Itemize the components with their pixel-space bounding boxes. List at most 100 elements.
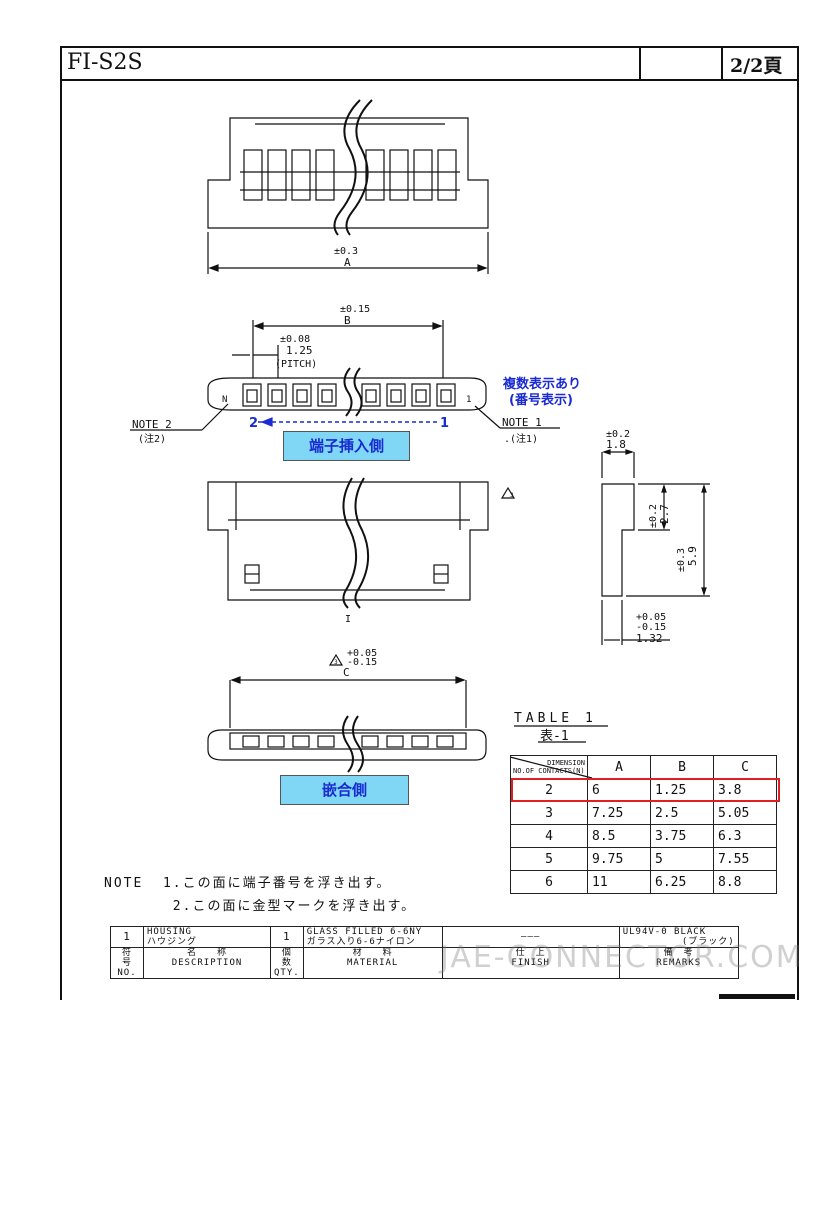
- bom-header-qty-ja: 個 数: [281, 948, 292, 968]
- mold-mark-number: 3: [510, 492, 514, 499]
- column-header-b: B: [650, 755, 714, 779]
- terminal-insertion-side-label: 端子挿入側: [283, 431, 410, 461]
- title-block: FI-S2S 2/2頁: [62, 48, 797, 81]
- bom-mat-ja: ガラス入り6-6ナイロン: [306, 937, 416, 947]
- mating-cavities: [242, 735, 454, 748]
- arrow-end-number: 1: [440, 416, 449, 431]
- dim-pitch-value: 1.25: [286, 344, 313, 357]
- bom-header-mat-ja: 材 料: [352, 948, 393, 958]
- view-mating-side: [207, 653, 487, 773]
- number-display-label: (番号表示): [509, 392, 573, 408]
- title-divider: [639, 48, 641, 79]
- table-header-row: DIMENSION NO.OF CONTACTS(N) A B C: [510, 755, 777, 779]
- dim-c-cell: 7.55: [713, 847, 777, 871]
- table-title-ja: 表-1: [540, 729, 569, 744]
- watermark-text: JAE-CONNECTOR.COM: [440, 940, 804, 975]
- dim-b-cell: 1.25: [650, 778, 714, 802]
- contact-n-label: N: [222, 395, 227, 405]
- table-row: 5 9.75 5 7.55: [510, 847, 777, 871]
- dim-a-tol: ±0.3: [334, 246, 358, 257]
- contacts-cell: 5: [510, 847, 588, 871]
- mating-side-label: 嵌合側: [280, 775, 409, 805]
- table-corner-cell: DIMENSION NO.OF CONTACTS(N): [510, 755, 588, 779]
- dim-c-tol-minus: -0.15: [347, 657, 377, 668]
- bom-header-remarks-ja: 備 考: [663, 948, 694, 958]
- table-row: 6 11 6.25 8.8: [510, 870, 777, 894]
- dim-a-label: A: [344, 256, 351, 269]
- bom-header-remarks-en: REMARKS: [656, 958, 702, 968]
- notes-block: NOTE 1.この面に端子番号を浮き出す。 2.この面に金型マークを浮き出す。: [104, 872, 416, 918]
- dim-b-label: B: [344, 314, 351, 327]
- bom-header-no-en: NO.: [117, 968, 137, 978]
- dim-a-cell: 9.75: [587, 847, 651, 871]
- note-2: 2.この面に金型マークを浮き出す。: [172, 899, 417, 914]
- dim-b-cell: 2.5: [650, 801, 714, 825]
- dim-b-cell: 3.75: [650, 824, 714, 848]
- note2-ja-label: (注2): [138, 432, 166, 445]
- dim-b-cell: 5: [650, 847, 714, 871]
- drawing-title: FI-S2S: [67, 50, 143, 75]
- view-profile: [601, 449, 710, 645]
- column-header-c: C: [713, 755, 777, 779]
- dim-c-cell: 6.3: [713, 824, 777, 848]
- table-row: 2 6 1.25 3.8: [510, 778, 777, 802]
- bom-header-finish-en: FINISH: [511, 958, 550, 968]
- dim-c-cell: 8.8: [713, 870, 777, 894]
- dim-a-cell: 8.5: [587, 824, 651, 848]
- dim-b-cell: 6.25: [650, 870, 714, 894]
- table-title: TABLE 1: [514, 711, 597, 726]
- dim-c-cell: 3.8: [713, 778, 777, 802]
- dim-base-tol-minus: -0.15: [636, 622, 666, 633]
- dimension-table: DIMENSION NO.OF CONTACTS(N) A B C 2 6 1.…: [510, 755, 777, 894]
- contact-1-label: 1: [466, 395, 471, 405]
- column-header-a: A: [587, 755, 651, 779]
- title-divider: [721, 48, 723, 79]
- corner-contacts-label: NO.OF CONTACTS(N): [513, 767, 585, 775]
- bom-desc-en: HOUSING: [147, 927, 192, 937]
- dim-pitch-label: (PITCH): [275, 359, 317, 370]
- dim-base-value: 1.32: [636, 632, 663, 645]
- dim-height1-value: 2.7: [658, 504, 671, 524]
- page-number: 2/2頁: [730, 55, 783, 77]
- dim-width-value: 1.8: [606, 438, 626, 451]
- contact-slots: [243, 149, 457, 201]
- contacts-cell: 4: [510, 824, 588, 848]
- dim-height1-tol: ±0.2: [648, 504, 659, 528]
- table-row: 4 8.5 3.75 6.3: [510, 824, 777, 848]
- drawing-sheet: FI-S2S 2/2頁: [60, 46, 799, 1000]
- terminal-cavities: [242, 383, 456, 407]
- note1-label: NOTE 1: [502, 416, 542, 429]
- dim-c-tol-plus: +0.05: [347, 648, 377, 659]
- contacts-cell: 3: [510, 801, 588, 825]
- bom-header-finish-ja: 仕 上: [515, 948, 546, 958]
- note-1: 1.この面に端子番号を浮き出す。: [162, 876, 392, 891]
- view-side-body: [207, 477, 516, 609]
- dim-pitch-tol: ±0.08: [280, 334, 310, 345]
- bom-header-desc-ja: 名 称: [186, 948, 227, 958]
- notes-label: NOTE: [104, 876, 144, 891]
- bom-desc-ja: ハウジング: [147, 937, 198, 947]
- sheet-corner-bar: [719, 994, 795, 999]
- view-terminal-side: [130, 320, 560, 431]
- bom-header-qty-en: QTY.: [274, 968, 300, 978]
- corner-dimension-label: DIMENSION: [547, 759, 585, 767]
- bom-item-no: 1: [110, 926, 144, 948]
- bom-rem-en: UL94V-0 BLACK: [622, 927, 707, 937]
- view-top: [207, 99, 489, 274]
- dim-a-cell: 7.25: [587, 801, 651, 825]
- center-mark: I: [345, 614, 351, 625]
- dim-a-cell: 11: [587, 870, 651, 894]
- mold-mark-number: 3: [334, 659, 338, 666]
- highlighted-row-frame: [511, 778, 780, 802]
